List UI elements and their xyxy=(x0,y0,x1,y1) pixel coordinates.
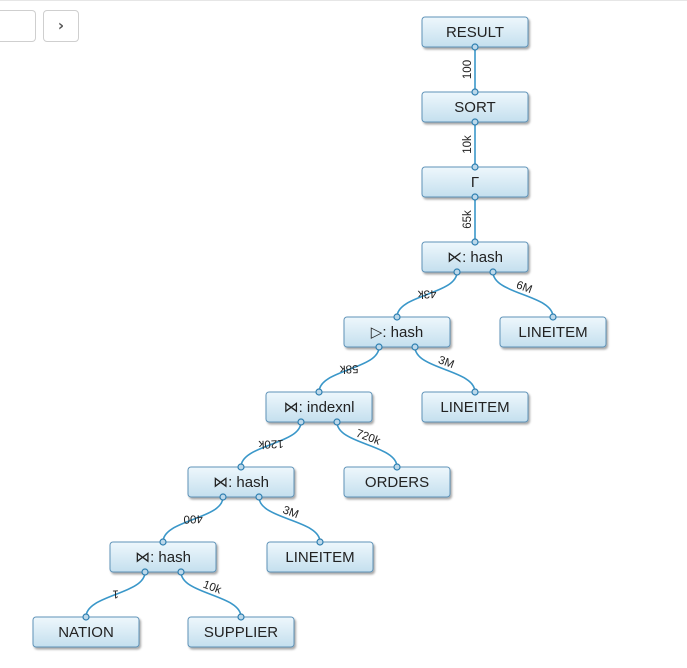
plan-edge xyxy=(414,346,476,393)
plan-node-join3[interactable]: ⋈: hash xyxy=(187,466,295,498)
edge-port xyxy=(471,238,479,246)
edge-port xyxy=(237,613,245,621)
edge-port xyxy=(393,463,401,471)
plan-node-supplier[interactable]: SUPPLIER xyxy=(187,616,295,648)
edge-cardinality-label: 100 xyxy=(462,60,474,79)
plan-node-label: ⋈: hash xyxy=(213,474,269,491)
chevron-right-icon: › xyxy=(57,16,65,35)
edge-cardinality-label: 3M xyxy=(281,504,300,521)
plan-edge xyxy=(240,421,302,468)
edge-port xyxy=(411,343,419,351)
edge-port xyxy=(549,313,557,321)
plan-edge xyxy=(396,271,458,318)
edge-cardinality-label: 6M xyxy=(514,279,533,296)
edge-port xyxy=(316,538,324,546)
edge-port xyxy=(82,613,90,621)
plan-edge xyxy=(85,571,146,618)
edge-port xyxy=(393,313,401,321)
plan-node-label: NATION xyxy=(58,624,114,641)
edge-cardinality-label: 1 xyxy=(112,587,119,599)
plan-node-sort[interactable]: SORT xyxy=(421,91,529,123)
plan-node-lineitem3[interactable]: LINEITEM xyxy=(266,541,374,573)
plan-node-label: ▷: hash xyxy=(371,324,423,341)
plan-node-label: ⋈: hash xyxy=(135,549,191,566)
plan-node-lineitem2[interactable]: LINEITEM xyxy=(421,391,529,423)
edge-port xyxy=(471,88,479,96)
plan-node-join4[interactable]: ⋈: hash xyxy=(109,541,217,573)
edge-port xyxy=(315,388,323,396)
plan-node-orders[interactable]: ORDERS xyxy=(343,466,451,498)
previous-button[interactable] xyxy=(0,10,36,42)
edge-cardinality-label: 58k xyxy=(339,362,358,375)
edge-port xyxy=(255,493,263,501)
plan-node-nation[interactable]: NATION xyxy=(32,616,140,648)
edge-cardinality-label: 3M xyxy=(436,354,455,371)
edge-port xyxy=(471,163,479,171)
edge-port xyxy=(453,268,461,276)
plan-node-label: Γ xyxy=(471,174,479,191)
plan-node-result[interactable]: RESULT xyxy=(421,16,529,48)
plan-node-join1[interactable]: ⋉: hash xyxy=(421,241,529,273)
edge-port xyxy=(141,568,149,576)
edge-port xyxy=(471,43,479,51)
edge-port xyxy=(219,493,227,501)
plan-node-label: LINEITEM xyxy=(440,399,509,416)
edge-cardinality-label: 400 xyxy=(183,512,203,525)
edge-port xyxy=(333,418,341,426)
plan-edge xyxy=(492,271,554,318)
plan-node-group[interactable]: Γ xyxy=(421,166,529,198)
edge-cardinality-label: 10k xyxy=(201,579,223,597)
edge-cardinality-label: 10k xyxy=(462,135,474,154)
plan-node-label: RESULT xyxy=(446,24,504,41)
plan-edge xyxy=(318,346,380,393)
plan-node-join2[interactable]: ⋈: indexnl xyxy=(265,391,373,423)
plan-node-label: LINEITEM xyxy=(285,549,354,566)
plan-edge xyxy=(336,421,398,468)
edge-port xyxy=(177,568,185,576)
edge-port xyxy=(471,118,479,126)
edge-port xyxy=(297,418,305,426)
edge-cardinality-label: 120k xyxy=(258,437,284,450)
edge-cardinality-label: 65k xyxy=(462,210,474,229)
plan-node-label: SORT xyxy=(454,99,495,116)
edge-port xyxy=(237,463,245,471)
plan-node-label: ⋈: indexnl xyxy=(284,399,355,416)
edge-port xyxy=(471,388,479,396)
edge-port xyxy=(375,343,383,351)
plan-node-anti[interactable]: ▷: hash xyxy=(343,316,451,348)
plan-edge xyxy=(162,496,224,543)
top-border xyxy=(0,0,687,1)
plan-edge xyxy=(258,496,321,543)
next-button[interactable]: › xyxy=(43,10,79,42)
edge-port xyxy=(159,538,167,546)
plan-node-label: SUPPLIER xyxy=(204,624,278,641)
plan-node-lineitem1[interactable]: LINEITEM xyxy=(499,316,607,348)
plan-node-label: ORDERS xyxy=(365,474,429,491)
plan-edge xyxy=(180,571,242,618)
plan-node-label: ⋉: hash xyxy=(447,249,503,266)
edge-cardinality-label: 43k xyxy=(417,287,436,300)
edge-port xyxy=(489,268,497,276)
plan-node-label: LINEITEM xyxy=(518,324,587,341)
edge-port xyxy=(471,193,479,201)
